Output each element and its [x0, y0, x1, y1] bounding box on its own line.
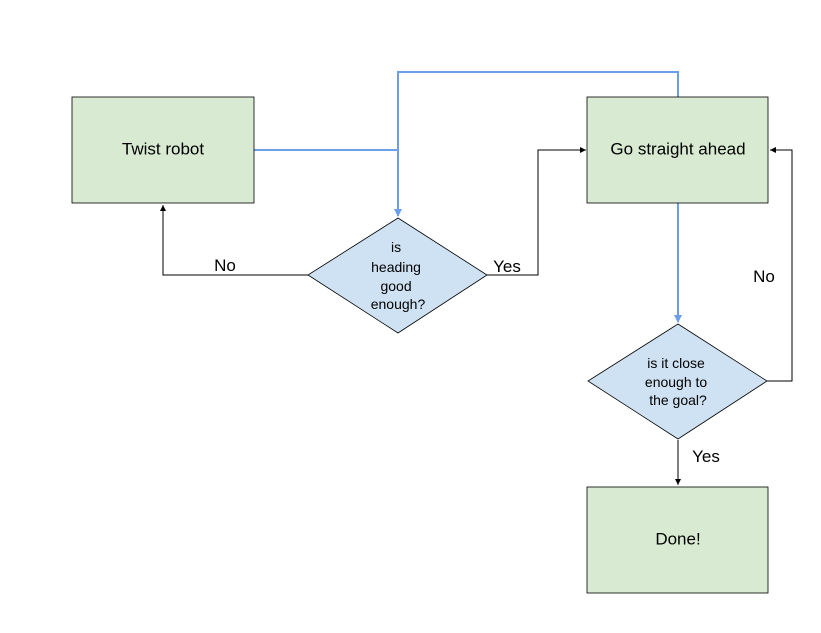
- twist-robot-label: Twist robot: [122, 139, 204, 158]
- goal-no-label: No: [753, 267, 775, 286]
- connector-heading-yes: [487, 147, 586, 276]
- goal-decision-line-2: enough to: [645, 374, 707, 390]
- goal-decision-diamond: [587, 323, 768, 440]
- connector-goal-no: [767, 147, 793, 382]
- go-straight-box: [586, 96, 769, 204]
- go-straight-label: Go straight ahead: [610, 139, 745, 158]
- connector-heading-no: [160, 205, 308, 276]
- heading-decision-diamond: [307, 217, 488, 334]
- done-label: Done!: [655, 529, 700, 548]
- heading-decision-line-4: enough?: [371, 296, 426, 312]
- goal-yes-label: Yes: [692, 447, 720, 466]
- heading-decision-label: is heading good enough?: [371, 239, 426, 312]
- twist-robot-box: [71, 96, 255, 204]
- heading-decision-line-1: is: [391, 239, 401, 255]
- heading-decision-line-3: good: [380, 278, 411, 294]
- heading-no-label: No: [214, 256, 236, 275]
- heading-yes-label: Yes: [493, 257, 521, 276]
- goal-decision-line-3: the goal?: [649, 392, 707, 408]
- goal-decision-line-1: is it close: [647, 355, 705, 371]
- done-box: [586, 486, 769, 594]
- connector-loop-to-heading: [394, 71, 679, 217]
- goal-decision-label: is it close enough to the goal?: [645, 355, 711, 408]
- heading-decision-line-2: heading: [371, 259, 421, 275]
